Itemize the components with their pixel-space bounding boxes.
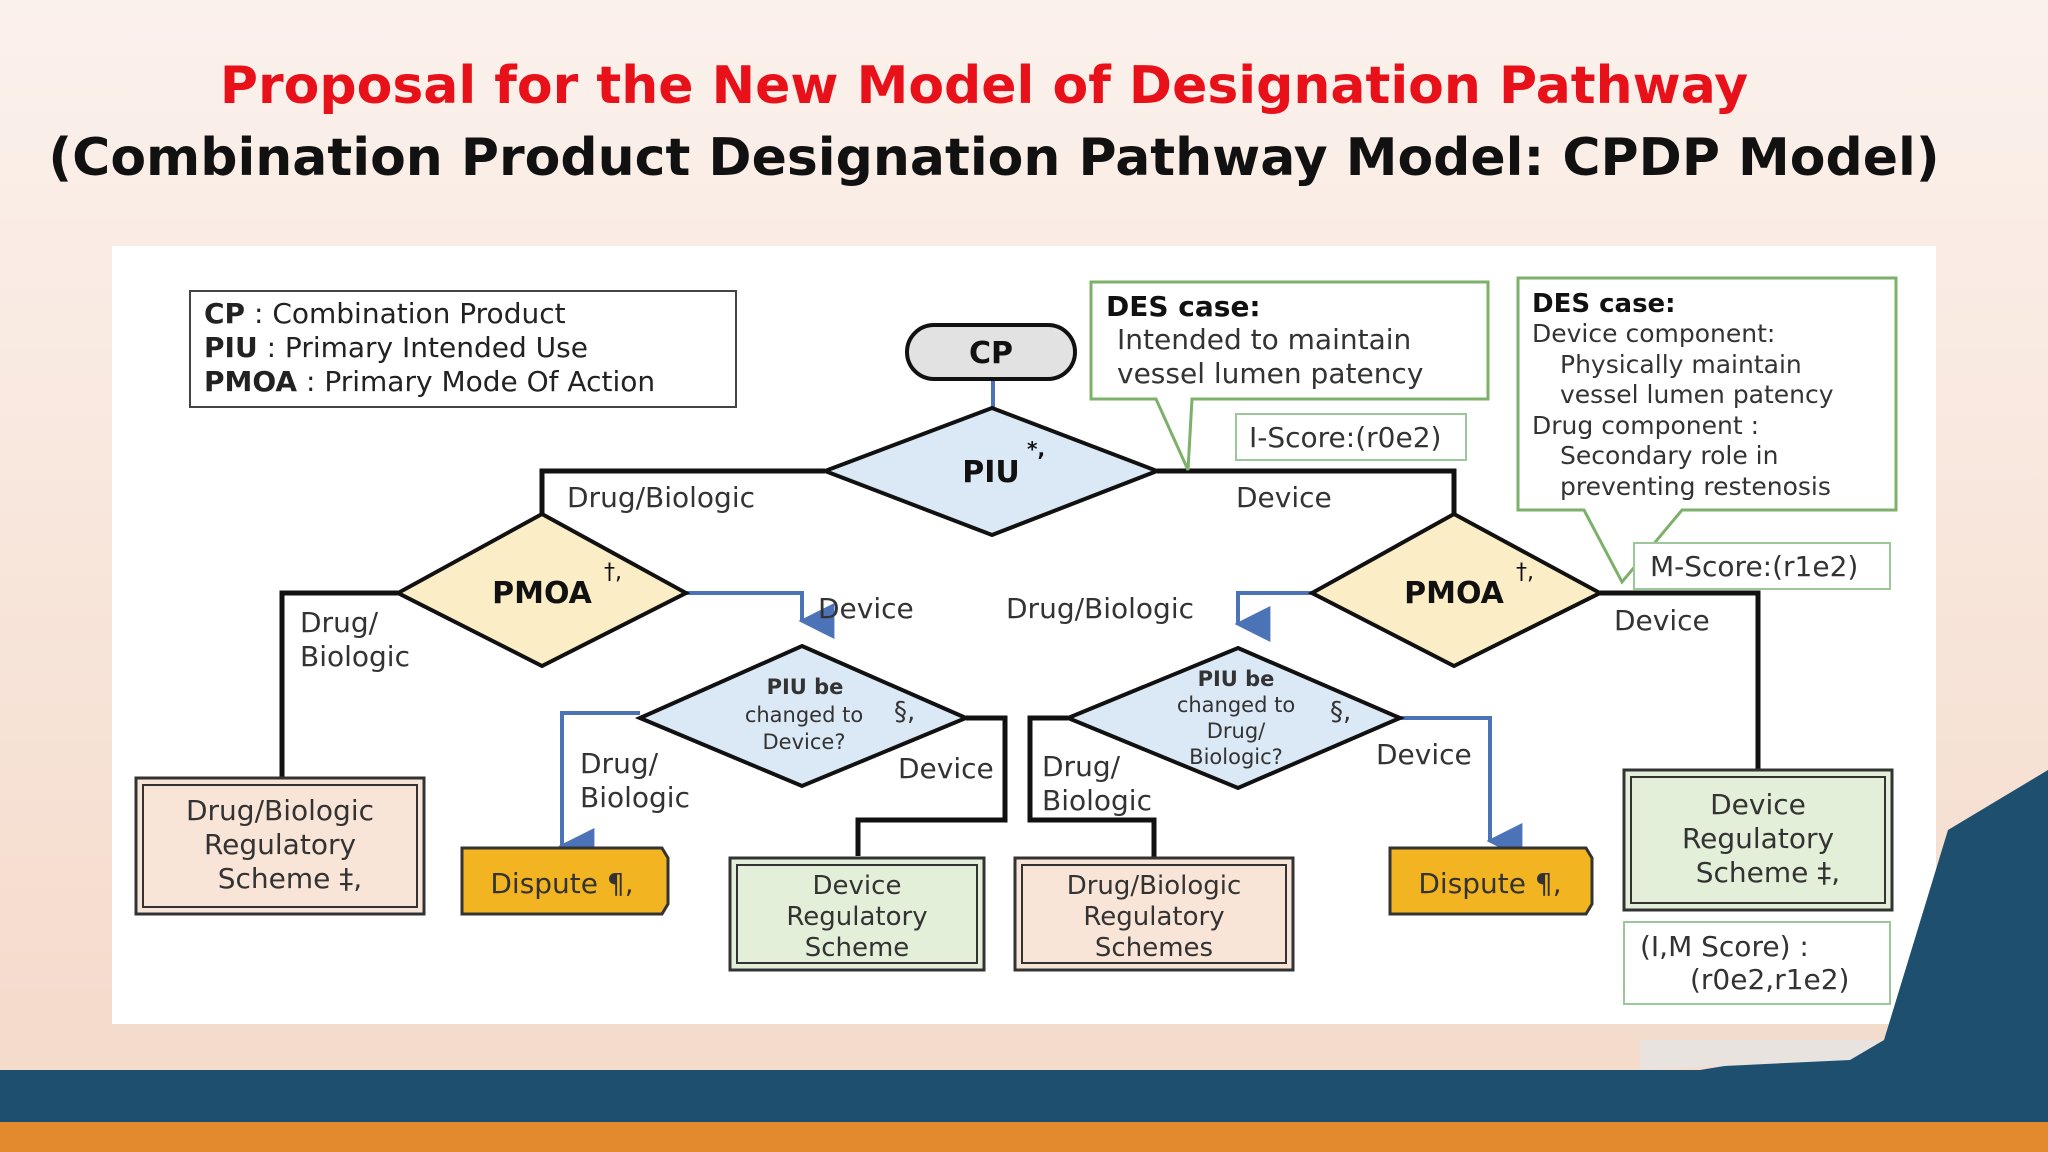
outcome-dispute-left: Dispute ¶, <box>460 846 670 916</box>
q-right-line2: changed to <box>1177 693 1295 717</box>
callout2-line1: Device component: <box>1532 319 1775 348</box>
branch-pmoa-left-drug-line2: Biologic <box>300 640 410 673</box>
svg-text:PIU : Primary Intended Use: PIU : Primary Intended Use <box>204 331 588 364</box>
callout-des-case-intended: DES case: Intended to maintain vessel lu… <box>1089 280 1490 471</box>
decision-pmoa-right-label: PMOA <box>1404 576 1505 611</box>
outcome-device-scheme-mid: Device Regulatory Scheme <box>728 856 986 972</box>
slide-subtitle: (Combination Product Designation Pathway… <box>48 128 1940 188</box>
svg-text:PMOA : Primary Mode Of Action: PMOA : Primary Mode Of Action <box>204 365 655 398</box>
callout2-line6: preventing restenosis <box>1560 472 1831 501</box>
decision-piu-changed-to-device: PIU be changed to Device? §, <box>634 643 972 789</box>
branch-piu-device: Device <box>1236 481 1332 514</box>
decision-pmoa-right-mark: †, <box>1516 560 1534 585</box>
branch-q-right-device: Device <box>1376 738 1472 771</box>
q-left-line1: PIU be <box>767 675 844 699</box>
branch-pmoa-right-drug-biologic: Drug/Biologic <box>1006 592 1194 625</box>
q-right-line3: Drug/ <box>1207 719 1266 743</box>
legend-cp-text: : Combination Product <box>254 297 566 330</box>
im-score-line2: (r0e2,r1e2) <box>1690 963 1849 996</box>
decision-pmoa-left-label: PMOA <box>492 576 593 611</box>
legend-box: CP : Combination Product PIU : Primary I… <box>189 290 737 408</box>
connectors <box>279 379 1761 858</box>
outcome-drug-left-line1: Drug/Biologic <box>186 794 374 827</box>
callout-des-case-components: DES case: Device component: Physically m… <box>1516 276 1898 585</box>
decision-pmoa-right: PMOA †, <box>1307 511 1605 669</box>
outcome-device-mid-line1: Device <box>813 871 902 901</box>
outcome-device-mid-line3: Scheme <box>805 933 910 963</box>
decision-piu-mark: *, <box>1027 437 1045 461</box>
outcome-device-right-line3: Scheme ‡, <box>1696 856 1840 889</box>
legend-piu-text: : Primary Intended Use <box>267 331 588 364</box>
blue-arrows <box>558 591 1523 864</box>
branch-q-left-drug-line1: Drug/ <box>580 747 659 780</box>
im-score-box: (I,M Score) : (r0e2,r1e2) <box>1623 921 1891 1005</box>
callout2-title: DES case: <box>1532 289 1676 319</box>
callout2-line2: Physically maintain <box>1560 350 1802 379</box>
decision-piu-label: PIU <box>962 455 1020 490</box>
outcome-device-right-line1: Device <box>1710 788 1806 821</box>
start-node-cp: CP <box>905 323 1077 381</box>
outcome-drug-biologic-scheme-left: Drug/Biologic Regulatory Scheme ‡, <box>134 776 426 916</box>
callout2-line4: Drug component : <box>1532 411 1759 440</box>
i-score-label: I-Score:(r0e2) <box>1249 421 1441 454</box>
outcome-drug-biologic-schemes-mid: Drug/Biologic Regulatory Schemes <box>1013 856 1295 972</box>
outcome-drug-mid-line1: Drug/Biologic <box>1067 871 1242 901</box>
m-score-label: M-Score:(r1e2) <box>1650 550 1858 583</box>
q-right-mark: §, <box>1330 697 1351 727</box>
branch-q-right-drug-line1: Drug/ <box>1042 750 1121 783</box>
outcome-device-scheme-right: Device Regulatory Scheme ‡, <box>1622 768 1894 912</box>
outcome-device-mid-line2: Regulatory <box>786 902 927 932</box>
legend-cp-key: CP <box>204 297 245 330</box>
branch-q-left-drug-line2: Biologic <box>580 781 690 814</box>
callout1-title: DES case: <box>1106 290 1261 323</box>
branch-q-left-device: Device <box>898 752 994 785</box>
decision-pmoa-left: PMOA †, <box>393 511 691 669</box>
outcome-drug-mid-line2: Regulatory <box>1083 902 1224 932</box>
legend-pmoa-text: : Primary Mode Of Action <box>306 365 655 398</box>
cpdp-flowchart: CP : Combination Product PIU : Primary I… <box>134 276 1898 1005</box>
branch-piu-drug-biologic: Drug/Biologic <box>567 481 755 514</box>
i-score-box: I-Score:(r0e2) <box>1235 413 1467 461</box>
outcome-dispute-right-label: Dispute ¶, <box>1418 867 1561 900</box>
decision-pmoa-left-mark: †, <box>604 560 622 585</box>
branch-pmoa-left-device: Device <box>818 592 914 625</box>
flowchart-figure: CP : Combination Product PIU : Primary I… <box>112 246 1936 1024</box>
decision-piu-changed-to-drug-biologic: PIU be changed to Drug/ Biologic? §, <box>1062 645 1406 791</box>
callout1-line2: vessel lumen patency <box>1117 357 1423 390</box>
q-right-line1: PIU be <box>1198 667 1275 691</box>
svg-text:CP : Combination Product: CP : Combination Product <box>204 297 566 330</box>
m-score-box: M-Score:(r1e2) <box>1633 542 1891 590</box>
outcome-device-right-line2: Regulatory <box>1682 822 1834 855</box>
start-node-label: CP <box>969 336 1013 371</box>
branch-pmoa-right-device: Device <box>1614 604 1710 637</box>
legend-pmoa-key: PMOA <box>204 365 297 398</box>
slide-title: Proposal for the New Model of Designatio… <box>219 56 1749 116</box>
q-left-mark: §, <box>894 697 915 727</box>
branch-pmoa-left-drug-line1: Drug/ <box>300 606 379 639</box>
footer-bar-orange <box>0 1122 2048 1152</box>
q-left-line2: changed to <box>745 703 863 727</box>
outcome-dispute-right: Dispute ¶, <box>1388 846 1594 916</box>
legend-piu-key: PIU <box>204 331 258 364</box>
outcome-drug-left-line2: Regulatory <box>204 828 356 861</box>
footer-bar-blue <box>0 1070 2048 1122</box>
outcome-dispute-left-label: Dispute ¶, <box>490 867 633 900</box>
branch-q-right-drug-line2: Biologic <box>1042 784 1152 817</box>
decision-piu: PIU *, <box>819 405 1163 538</box>
callout1-line1: Intended to maintain <box>1117 323 1411 356</box>
im-score-line1: (I,M Score) : <box>1640 930 1809 963</box>
q-right-line4: Biologic? <box>1189 745 1283 769</box>
q-left-line3: Device? <box>763 730 846 754</box>
callout2-line3: vessel lumen patency <box>1560 380 1834 409</box>
outcome-drug-left-line3: Scheme ‡, <box>218 862 362 895</box>
callout2-line5: Secondary role in <box>1560 441 1778 470</box>
outcome-drug-mid-line3: Schemes <box>1095 933 1213 963</box>
